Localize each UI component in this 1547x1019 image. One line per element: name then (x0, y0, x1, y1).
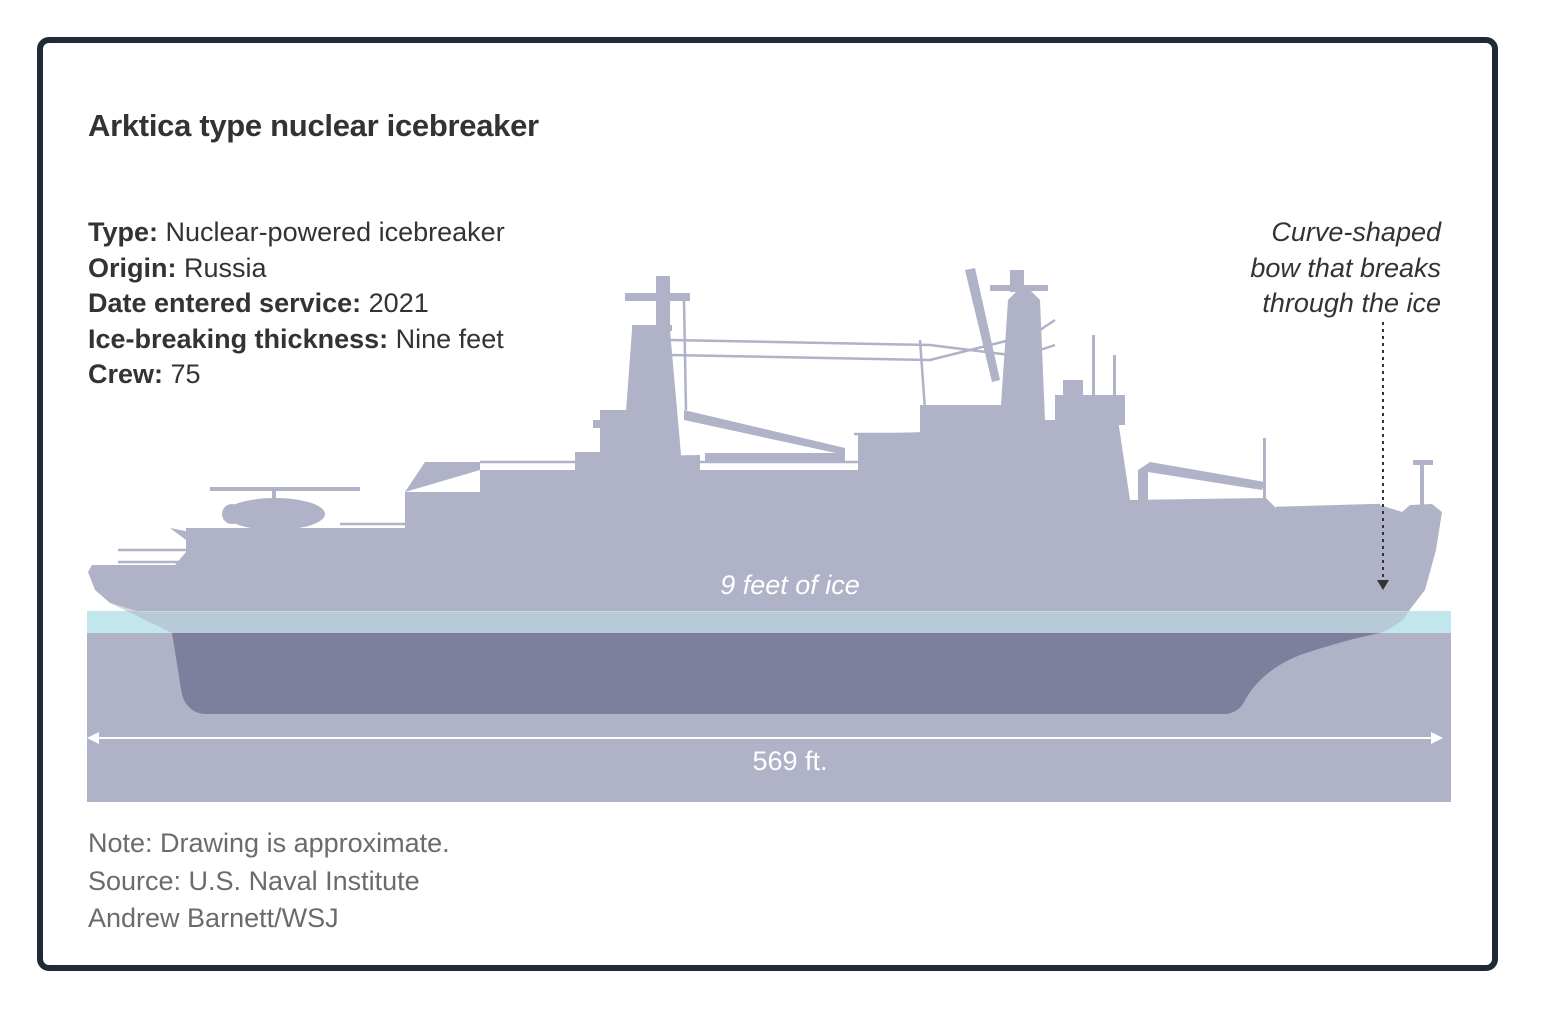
spec-list: Type: Nuclear-powered icebreaker Origin:… (88, 215, 505, 393)
spec-origin: Origin: Russia (88, 252, 267, 283)
ship-length-label: 569 ft. (752, 746, 828, 776)
spec-type: Type: Nuclear-powered icebreaker (88, 217, 505, 247)
ship-rigging (118, 299, 1381, 564)
bow-annotation-line: through the ice (1262, 288, 1441, 318)
underwater-hull (172, 633, 1380, 714)
arrow-head-icon (1377, 580, 1389, 590)
bow-annotation-line: bow that breaks (1250, 252, 1441, 283)
graphic-title: Arktica type nuclear icebreaker (88, 108, 539, 143)
bow-annotation: Curve-shaped bow that breaks through the… (1250, 215, 1441, 322)
footer-source: Source: U.S. Naval Institute (88, 865, 420, 896)
bow-annotation-line: Curve-shaped (1271, 217, 1441, 247)
bow-through-ice (110, 603, 1408, 633)
footer-notes: Note: Drawing is approximate. Source: U.… (88, 825, 450, 938)
ship-silhouette (88, 268, 1442, 612)
arrow-left-icon (87, 732, 99, 744)
spec-ice-thickness: Ice-breaking thickness: Nine feet (88, 323, 504, 354)
ice-thickness-label: 9 feet of ice (720, 570, 860, 600)
spec-date: Date entered service: 2021 (88, 288, 429, 318)
footer-note: Note: Drawing is approximate. (88, 828, 450, 858)
footer-credit: Andrew Barnett/WSJ (88, 903, 339, 933)
arrow-right-icon (1431, 732, 1443, 744)
spec-crew: Crew: 75 (88, 359, 201, 389)
